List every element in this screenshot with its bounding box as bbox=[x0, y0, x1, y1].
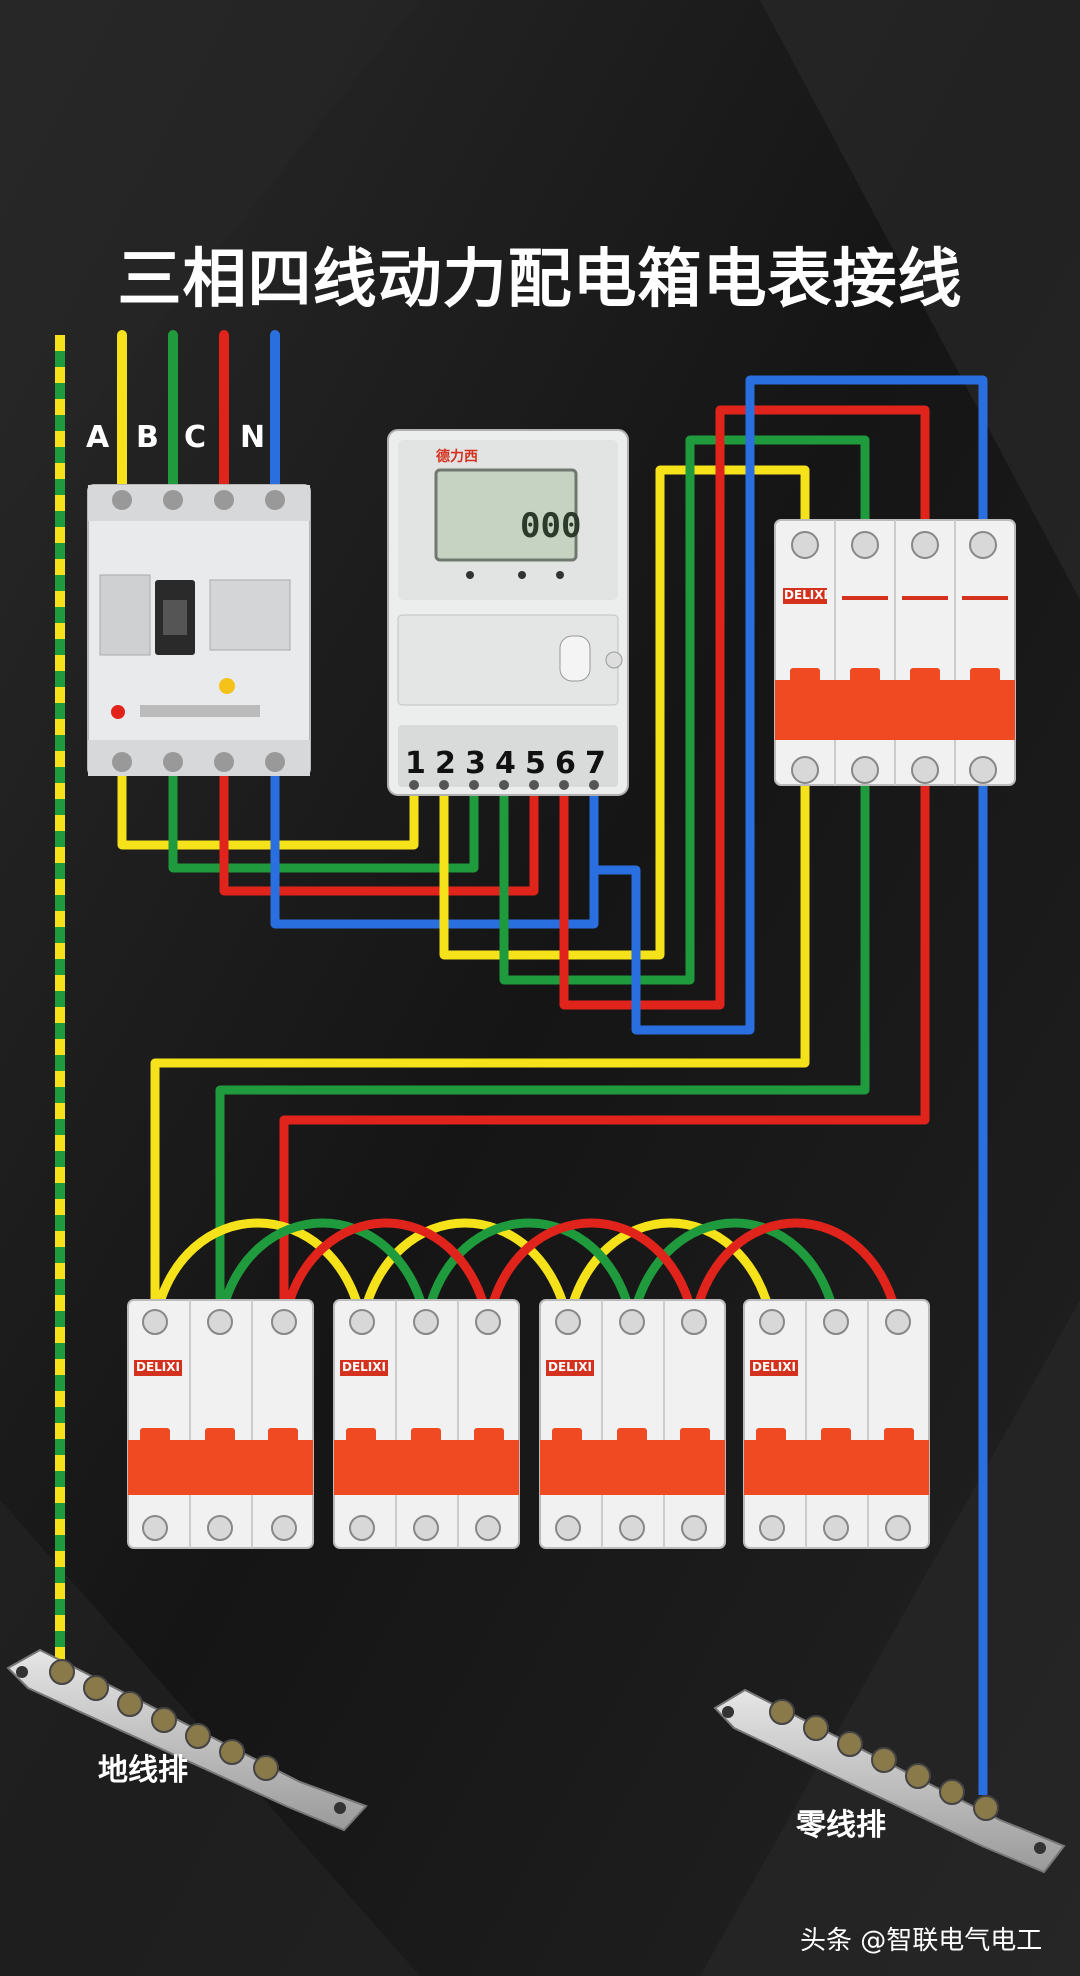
wire-c-to-meter bbox=[219, 765, 539, 896]
meter-lcd bbox=[434, 468, 578, 562]
jumper-a-1 bbox=[150, 1218, 367, 1327]
ground-bar bbox=[6, 1648, 368, 1832]
wire-c-meter-to-breaker bbox=[559, 405, 930, 1010]
wire-b-meter-to-breaker bbox=[499, 435, 870, 985]
wire-c-to-branches bbox=[279, 775, 930, 1322]
jumper-b-2 bbox=[421, 1218, 637, 1327]
wire-a-to-meter bbox=[117, 765, 419, 850]
branch-breaker-3 bbox=[539, 1299, 726, 1549]
jumper-c-1 bbox=[279, 1218, 493, 1327]
neutral-bar bbox=[713, 1688, 1066, 1874]
wire-n-meter-to-breaker bbox=[594, 375, 988, 1035]
branch-breaker-2-brand: DELIXI bbox=[342, 1360, 386, 1374]
wire-n-to-meter bbox=[270, 765, 599, 929]
neutral-bar-label: 零线排 bbox=[796, 1808, 886, 1843]
meter-terminal-2: 2 bbox=[435, 746, 456, 781]
branch-breaker-4 bbox=[743, 1299, 930, 1549]
four-pole-breaker bbox=[774, 519, 1016, 786]
meter-terminal-5: 5 bbox=[525, 746, 546, 781]
main-breaker bbox=[87, 484, 311, 776]
wire-b-to-meter bbox=[168, 765, 479, 873]
jumper-b-3 bbox=[627, 1218, 841, 1327]
energy-meter bbox=[387, 429, 629, 796]
phase-label-a: A bbox=[86, 420, 110, 455]
branch-breaker-2 bbox=[333, 1299, 520, 1549]
meter-brand: 德力西 bbox=[436, 449, 478, 465]
branch-breaker-1-brand: DELIXI bbox=[136, 1360, 180, 1374]
meter-terminal-3: 3 bbox=[465, 746, 486, 781]
jumper-a-2 bbox=[357, 1218, 573, 1327]
page-title: 三相四线动力配电箱电表接线 bbox=[117, 243, 963, 317]
jumper-c-3 bbox=[689, 1218, 903, 1327]
ground-bar-label: 地线排 bbox=[98, 1753, 188, 1788]
phase-label-b: B bbox=[136, 420, 159, 455]
background-shade bbox=[760, 0, 1080, 600]
background-shade bbox=[0, 0, 420, 520]
meter-lcd-reading: 000 bbox=[520, 506, 582, 546]
watermark: 头条 @智联电气电工 bbox=[800, 1926, 1043, 1956]
meter-terminal-1: 1 bbox=[405, 746, 426, 781]
wire-a-to-branches bbox=[150, 775, 810, 1322]
branch-breaker-3-brand: DELIXI bbox=[548, 1360, 592, 1374]
meter-terminal-4: 4 bbox=[495, 746, 516, 781]
branch-breaker-4-brand: DELIXI bbox=[752, 1360, 796, 1374]
phase-label-n: N bbox=[240, 420, 266, 455]
wire-b-to-branches bbox=[215, 775, 870, 1322]
jumper-c-2 bbox=[483, 1218, 699, 1327]
phase-label-c: C bbox=[184, 420, 207, 455]
meter-terminal-7: 7 bbox=[585, 746, 606, 781]
branch-breaker-1 bbox=[127, 1299, 314, 1549]
wire-a-meter-to-breaker bbox=[439, 465, 810, 960]
jumper-b-1 bbox=[215, 1218, 431, 1327]
jumper-a-3 bbox=[563, 1218, 777, 1327]
four-pole-breaker-brand: DELIXI bbox=[784, 588, 828, 602]
meter-terminal-6: 6 bbox=[555, 746, 576, 781]
